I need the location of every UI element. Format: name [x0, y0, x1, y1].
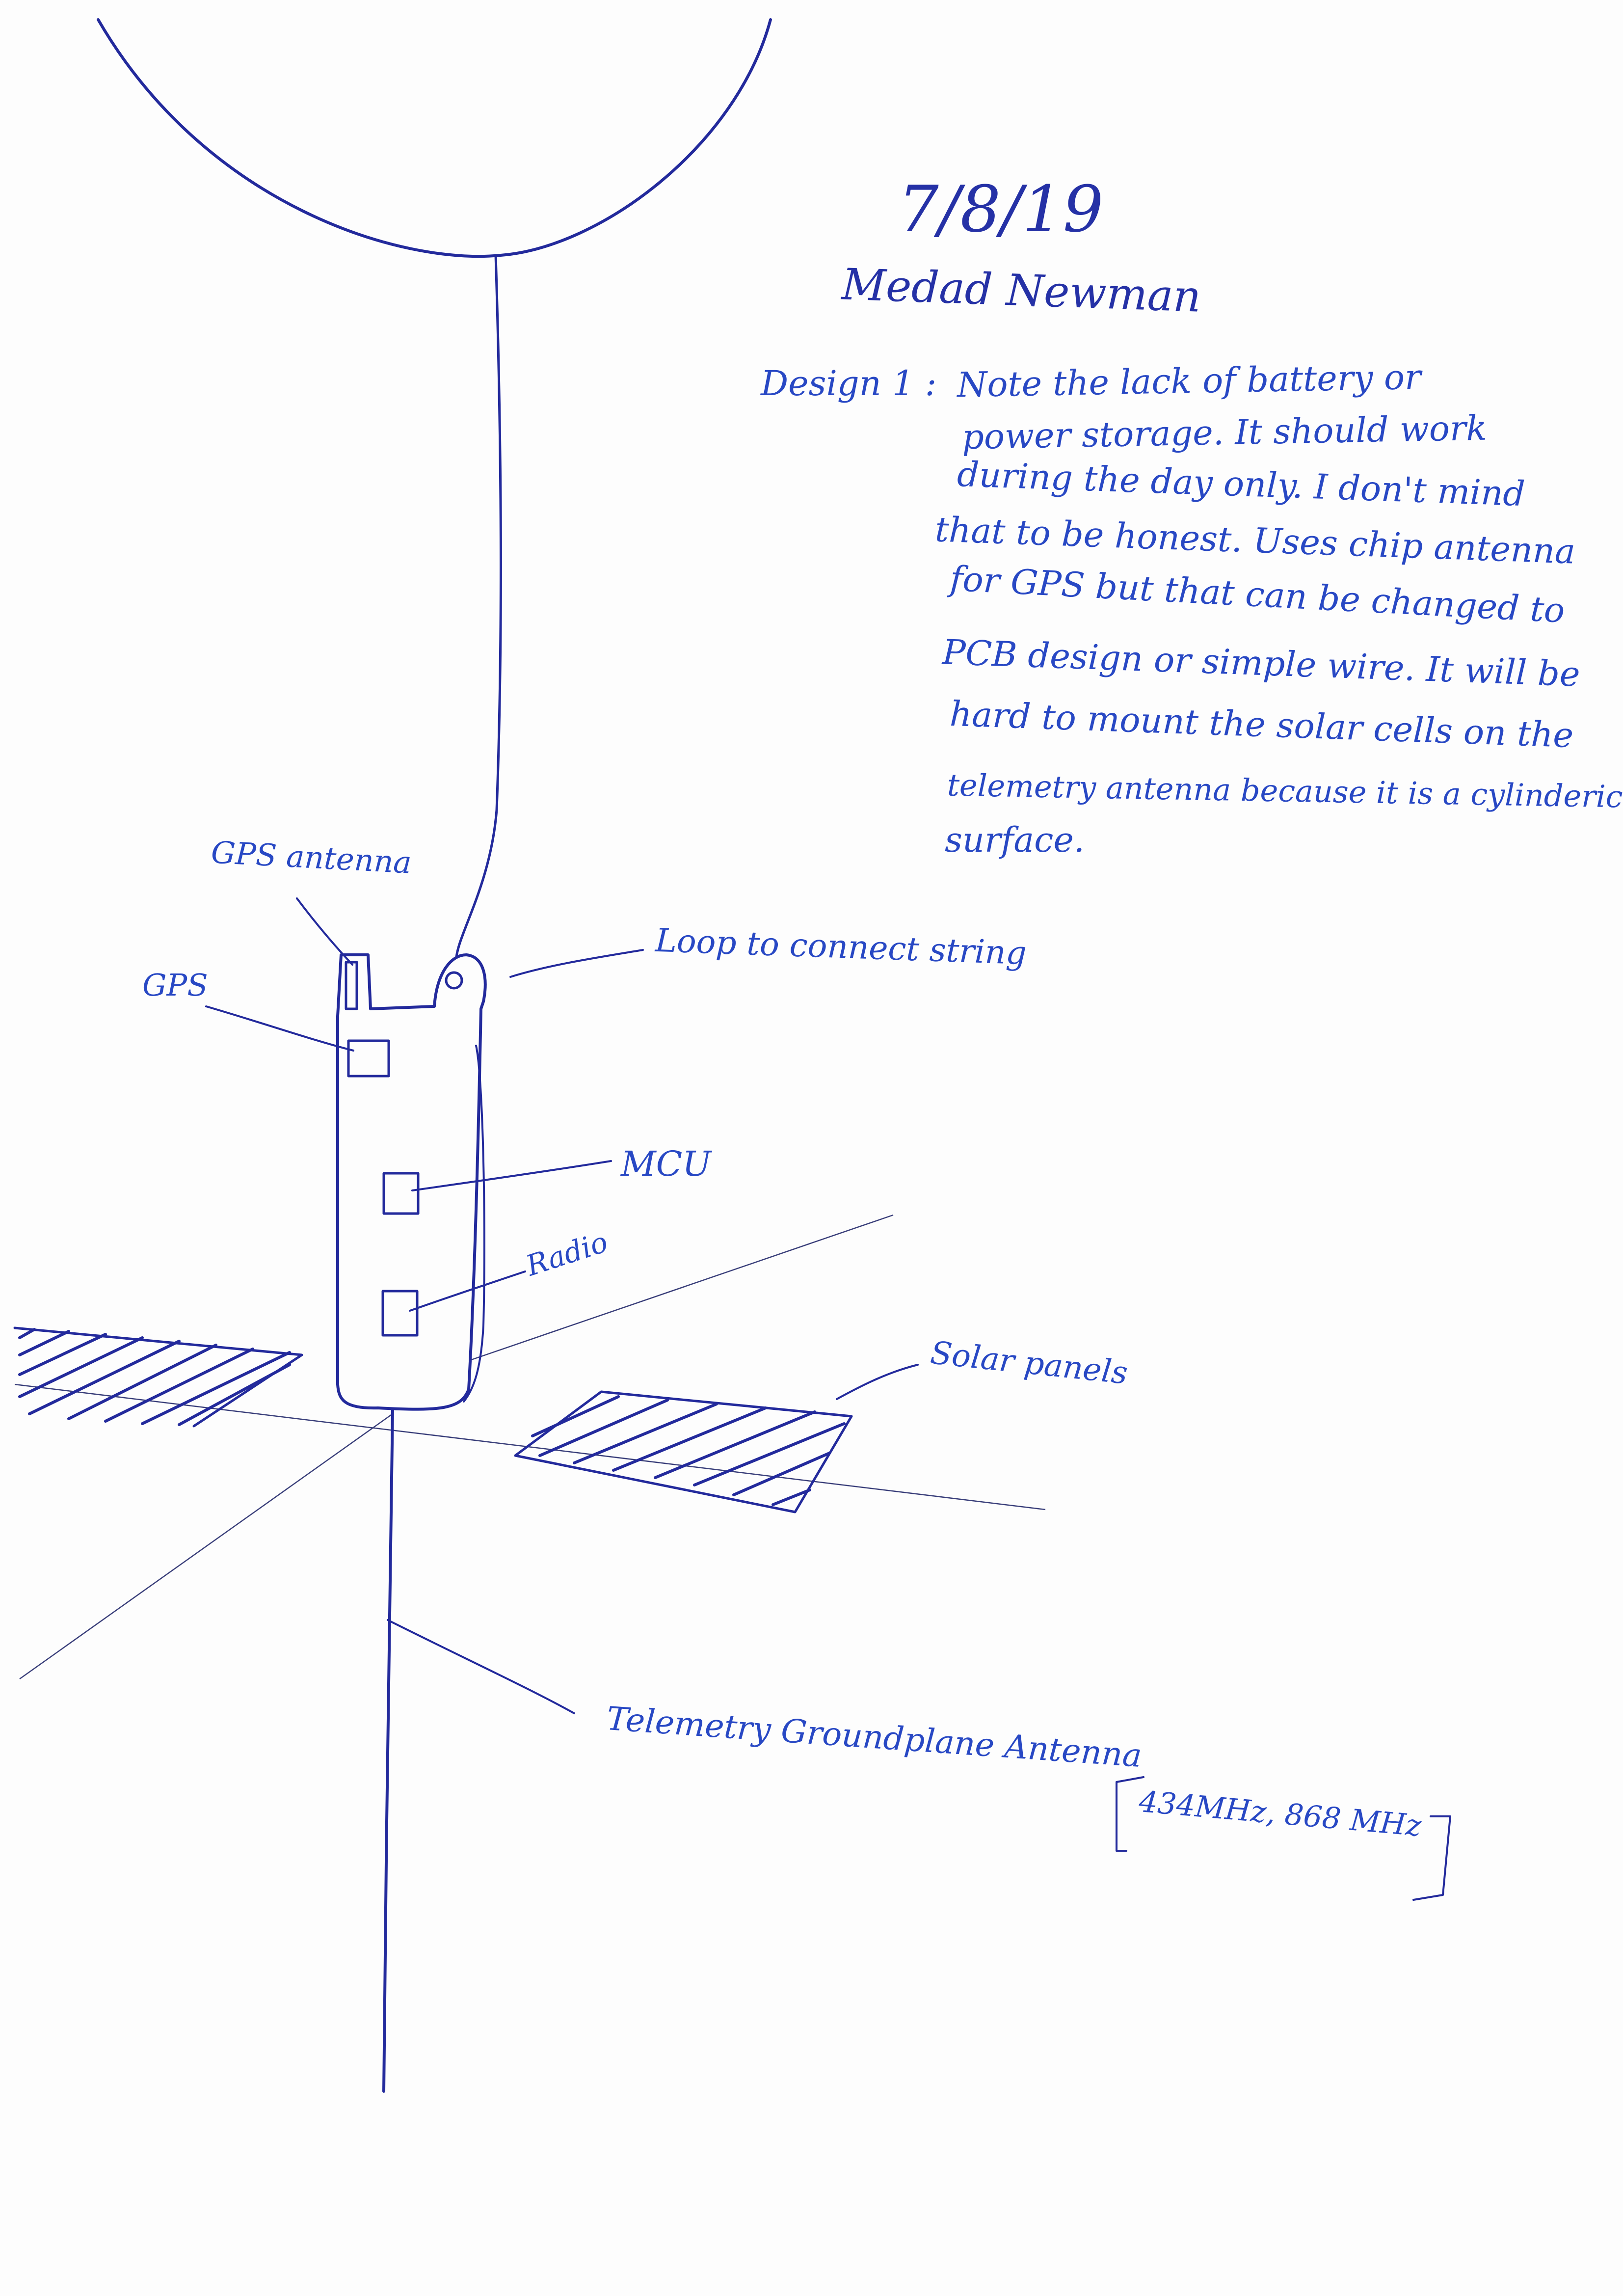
sketch-date: 7/8/19: [898, 172, 1103, 246]
gps-antenna-chip: [346, 962, 357, 1009]
perspective-line-1: [15, 1384, 1045, 1510]
label-mcu: MCU: [621, 1144, 711, 1184]
telemetry-antenna: [384, 1409, 393, 2091]
gps-module: [348, 1041, 389, 1076]
device-body: [338, 955, 485, 1409]
leader-gps-antenna: [297, 898, 352, 965]
leader-mcu: [412, 1161, 611, 1190]
label-gps: GPS: [142, 967, 208, 1003]
note-line: Note the lack of battery or: [957, 357, 1421, 405]
leader-solar: [837, 1365, 918, 1399]
perspective-line-2: [471, 1215, 893, 1360]
leader-gps: [206, 1006, 353, 1051]
design-label: Design 1 :: [761, 363, 936, 404]
balloon-string: [456, 255, 501, 957]
perspective-line-3: [20, 1414, 393, 1679]
radio-module: [383, 1291, 417, 1335]
string-loop: [446, 972, 462, 988]
note-line: surface.: [945, 820, 1085, 860]
leader-telemetry: [388, 1620, 574, 1713]
leader-radio: [410, 1271, 525, 1311]
mcu-module: [384, 1173, 418, 1214]
leader-loop: [510, 950, 643, 977]
balloon-outline: [98, 20, 771, 256]
